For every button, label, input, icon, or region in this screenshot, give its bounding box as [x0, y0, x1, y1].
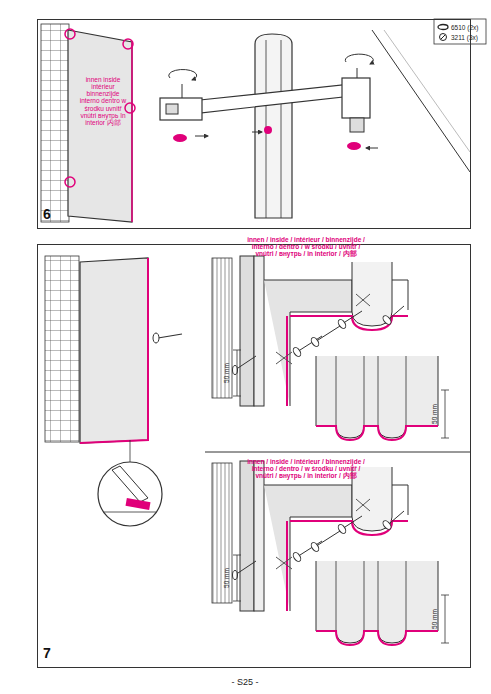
step-number: 7 — [43, 645, 51, 661]
side-label: innen / inside / intérieur / binnenzijde… — [246, 458, 366, 479]
parts-legend: 6510 (2x) 3211 (3x) — [437, 22, 478, 42]
legend-row: 3211 (3x) — [437, 32, 478, 42]
legend-text: 6510 (2x) — [451, 24, 478, 31]
side-label: innen inside intérieur binnenzijde inter… — [78, 76, 128, 126]
dimension-label: 50 mm — [431, 404, 438, 424]
dimension-label: 50 mm — [223, 363, 230, 383]
dimension-label: 50 mm — [431, 609, 438, 629]
side-label: innen / inside / intérieur / binnenzijde… — [246, 236, 366, 257]
step-panel: 7 — [37, 244, 471, 668]
legend-row: 6510 (2x) — [437, 22, 478, 32]
legend-text: 3211 (3x) — [451, 34, 478, 41]
step-number: 6 — [43, 206, 51, 222]
page-number: - S25 - — [231, 678, 258, 688]
part-icon — [437, 23, 449, 31]
dimension-label: 50 mm — [223, 568, 230, 588]
part-icon — [437, 33, 449, 41]
